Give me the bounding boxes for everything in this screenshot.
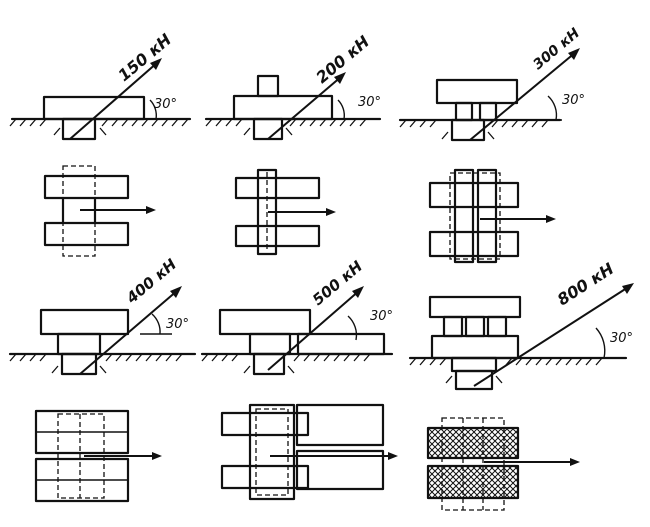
pedestal bbox=[454, 369, 494, 391]
post bbox=[442, 315, 464, 338]
plan-5 bbox=[220, 403, 398, 501]
plan-slab-top bbox=[220, 411, 310, 437]
plan-slab-bottom bbox=[43, 221, 130, 247]
force-line bbox=[473, 285, 631, 387]
column bbox=[450, 356, 498, 373]
angle-label: 30° bbox=[154, 97, 177, 112]
plan-tie-top bbox=[295, 403, 385, 447]
arrow-head bbox=[334, 72, 346, 84]
angle-label: 30° bbox=[610, 331, 633, 346]
pedestal bbox=[252, 352, 286, 376]
force-label: 500 кН bbox=[309, 257, 366, 309]
plan-post bbox=[453, 168, 475, 264]
force-label: 800 кН bbox=[554, 259, 618, 310]
cap-slab bbox=[428, 295, 522, 319]
slab bbox=[39, 308, 130, 336]
ground-hatch bbox=[9, 118, 189, 136]
plan-6 bbox=[426, 417, 580, 511]
elevation-4: 30° 400 кН bbox=[8, 255, 197, 376]
plan-slab-top bbox=[426, 426, 520, 460]
force-line bbox=[69, 61, 159, 140]
ground-hatch bbox=[205, 118, 367, 136]
force-line bbox=[267, 75, 343, 140]
ground-hatch bbox=[201, 353, 371, 374]
force-label: 200 кН bbox=[312, 31, 373, 87]
force-line bbox=[469, 51, 577, 141]
elevation-3: 30° 300 кН bbox=[398, 25, 585, 142]
angle-label: 30° bbox=[358, 95, 381, 110]
angle-arc bbox=[149, 99, 157, 120]
plan-column bbox=[248, 403, 296, 501]
angle-label: 30° bbox=[562, 93, 585, 108]
angle-label: 30° bbox=[370, 309, 393, 324]
slab bbox=[218, 308, 312, 336]
plan-1 bbox=[43, 165, 156, 257]
post bbox=[478, 101, 498, 122]
elevation-1: 30° 150 кН bbox=[9, 29, 192, 141]
plan-3 bbox=[428, 168, 556, 264]
pedestal bbox=[450, 118, 486, 142]
ground-hatch bbox=[399, 119, 549, 140]
angle-arc bbox=[337, 99, 345, 120]
cap-slab bbox=[435, 78, 519, 105]
column bbox=[248, 332, 292, 356]
post bbox=[454, 101, 474, 122]
post bbox=[464, 315, 486, 338]
angle-arc bbox=[547, 95, 558, 121]
post bbox=[486, 315, 508, 338]
plan-2 bbox=[234, 168, 336, 256]
angle-arc bbox=[347, 315, 358, 341]
elevation-6: 30° 800 кН bbox=[408, 259, 634, 391]
force-line bbox=[267, 289, 361, 371]
column bbox=[56, 332, 102, 356]
force-label: 150 кН bbox=[114, 29, 175, 85]
plan-tie-bottom bbox=[295, 449, 385, 491]
force-label: 400 кН bbox=[122, 255, 180, 308]
plan-slab-bottom bbox=[234, 224, 321, 248]
arrow-head bbox=[150, 58, 162, 70]
tie-beam bbox=[296, 332, 386, 356]
slab bbox=[42, 95, 146, 121]
elevation-2: 30° 200 кН bbox=[204, 31, 382, 141]
column bbox=[256, 74, 280, 98]
angle-arc bbox=[151, 313, 161, 335]
elevation-5: 30° 500 кН bbox=[200, 257, 394, 376]
plan-slab-top bbox=[234, 176, 321, 200]
angle-label: 30° bbox=[166, 317, 189, 332]
angle-arc bbox=[595, 327, 606, 359]
pedestal bbox=[252, 117, 284, 141]
plan-slab-top bbox=[43, 174, 130, 200]
plan-slab-bottom bbox=[426, 464, 520, 500]
force-line bbox=[79, 289, 179, 375]
force-label: 300 кН bbox=[530, 25, 583, 73]
arrow-head bbox=[568, 48, 580, 60]
ground-hatch bbox=[409, 357, 603, 384]
slab bbox=[232, 94, 334, 121]
plan-slab-bottom bbox=[220, 464, 310, 490]
plan-post bbox=[476, 168, 498, 264]
ground-hatch bbox=[9, 353, 183, 374]
base-slab bbox=[430, 334, 520, 360]
plan-4 bbox=[34, 409, 162, 503]
